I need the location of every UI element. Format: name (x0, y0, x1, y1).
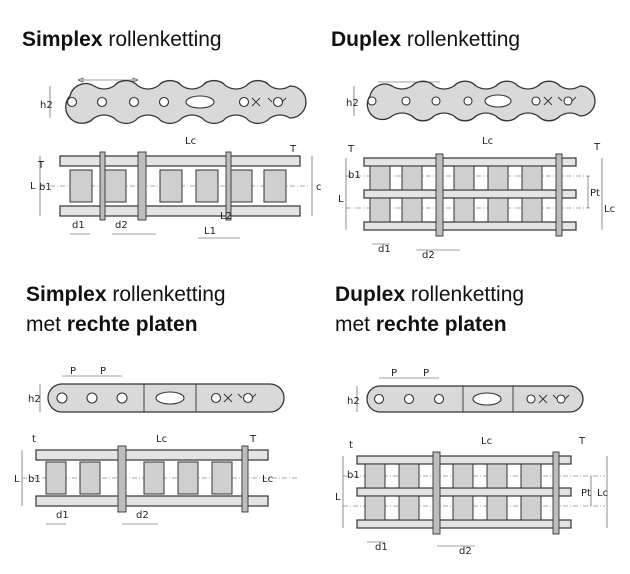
title-duplex: Duplex rollenketting (331, 28, 521, 51)
dim-L-duplex-straight: L (335, 492, 341, 503)
dim-P-duplex-2: P (423, 368, 429, 379)
simplex-diagram: h2 L T b1 Lc T c d1 d2 L2 L1 (30, 77, 322, 239)
dim-T-duplex-right: T (593, 142, 601, 153)
dim-Lc-duplex-straight: Lc (481, 436, 492, 447)
dim-d1-duplex: d1 (378, 244, 391, 255)
dim-d2-duplex: d2 (422, 250, 435, 261)
dim-d2-straight: d2 (136, 510, 149, 521)
dim-b1-duplex-straight: b1 (347, 470, 360, 481)
dim-d2: d2 (115, 220, 128, 231)
dim-P-2: P (100, 366, 106, 377)
dim-d1-straight: d1 (56, 510, 69, 521)
simplex-straight-side-view: L t b1 Lc T Lc d1 d2 (14, 434, 298, 525)
duplex-straight-top-view: P P h2 (347, 368, 584, 413)
dim-T-right: T (289, 144, 297, 155)
dim-P-duplex-1: P (391, 368, 397, 379)
duplex-side-view: L b1 T Lc T Pt Lc d1 d2 (338, 136, 615, 261)
title-simplex-straight: Simplex rollenketting met rechte platen (26, 283, 226, 336)
dim-Lc-duplex: Lc (482, 136, 493, 147)
dim-L-straight: L (14, 474, 20, 485)
simplex-side-view: L T b1 Lc T c d1 d2 L2 L1 (30, 136, 322, 239)
duplex-top-view: h2 (346, 80, 596, 122)
dim-Lc-straight: Lc (156, 434, 167, 445)
dim-d1-duplex-straight: d1 (375, 542, 388, 553)
dim-b1-straight: b1 (28, 474, 41, 485)
dim-L2: L2 (220, 211, 232, 222)
title-simplex: Simplex rollenketting (22, 28, 222, 51)
duplex-straight-diagram: P P h2 L t b1 Lc T Pt Lc d1 d2 (335, 368, 608, 557)
dim-c: c (316, 182, 322, 193)
dim-L-duplex: L (338, 194, 344, 205)
duplex-diagram: h2 L b1 T Lc T Pt Lc d1 d2 (338, 80, 615, 261)
dim-Pt-duplex-straight: Pt (581, 488, 591, 499)
dim-Lc-duplex-right: Lc (604, 204, 615, 215)
dim-t-straight: t (32, 434, 36, 445)
dim-Lc-duplex-straight-right: Lc (597, 488, 608, 499)
simplex-straight-diagram: P P h2 L t b1 Lc T Lc d1 d2 (14, 366, 298, 525)
dim-h2-straight: h2 (28, 394, 41, 405)
simplex-top-view: h2 (40, 77, 307, 124)
dim-b1: b1 (39, 182, 52, 193)
title-duplex-straight: Duplex rollenketting met rechte platen (335, 283, 525, 336)
dim-b1-duplex: b1 (348, 170, 361, 181)
dim-T-duplex-left: T (347, 144, 355, 155)
dim-d1: d1 (72, 220, 85, 231)
dim-P-1: P (70, 366, 76, 377)
dim-L1: L1 (204, 226, 216, 237)
dim-h2-duplex-straight: h2 (347, 396, 360, 407)
dim-T-straight: T (249, 434, 257, 445)
duplex-straight-side-view: L t b1 Lc T Pt Lc d1 d2 (335, 436, 608, 557)
dim-t-duplex-straight: t (349, 440, 353, 451)
simplex-straight-top-view: P P h2 (28, 366, 285, 413)
dim-L: L (30, 181, 36, 192)
dim-d2-duplex-straight: d2 (459, 546, 472, 557)
dim-T-duplex-straight: T (578, 436, 586, 447)
dim-h2-duplex: h2 (346, 98, 359, 109)
dim-h2: h2 (40, 100, 53, 111)
dim-Pt-duplex: Pt (590, 188, 600, 199)
dim-Lc: Lc (185, 136, 196, 147)
dim-Lc-straight-right: Lc (262, 474, 273, 485)
dim-T-left: T (37, 160, 45, 171)
